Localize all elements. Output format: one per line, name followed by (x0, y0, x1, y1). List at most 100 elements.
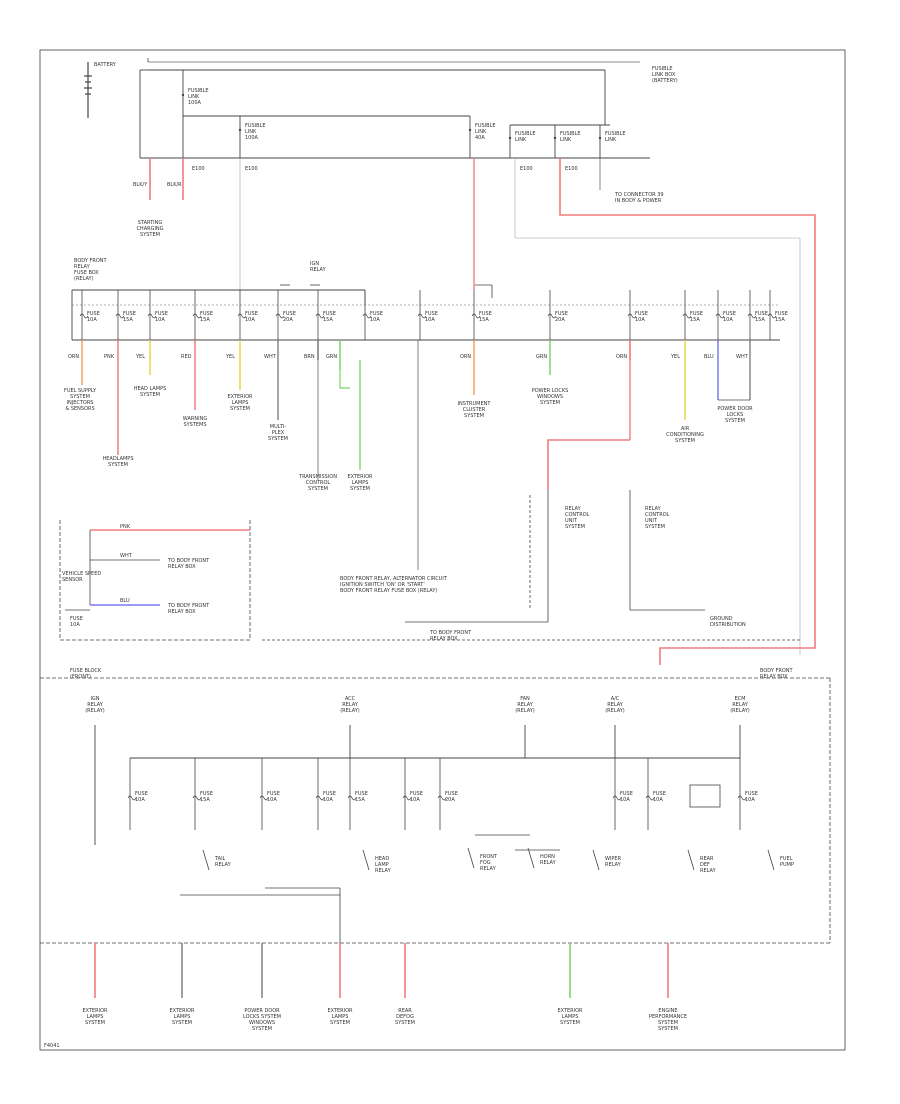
left-to-a-l1: TO BODY FRONT (167, 558, 210, 564)
bottom-destination-6-line-3: SYSTEM (560, 1020, 580, 1026)
bottom-relay-1-line-3: (RELAY) (85, 708, 105, 714)
fuse-icon (612, 795, 622, 801)
left-title-l2: SENSOR (62, 577, 83, 583)
fusible-box-label-2: LINK BOX (652, 72, 676, 78)
fuse-e-l2: LINK (605, 137, 617, 143)
mid-destination-12-line-1: POWER DOOR (717, 406, 753, 412)
mid-fuse-16-line-1: FUSE (775, 311, 788, 317)
bottom-destination-3-line-4: SYSTEM (252, 1026, 272, 1032)
fuse-icon (237, 313, 247, 319)
left-wire-code-3: BLU (120, 598, 130, 604)
bottom-left-label-l2: (FRONT) (70, 674, 91, 680)
relay-right-l1: RELAY (645, 506, 662, 512)
bottom-destination-4-line-2: LAMPS (332, 1014, 349, 1020)
bottom-fuse-7-line-2: 20A (445, 797, 455, 803)
wire-red-relay (547, 439, 630, 490)
bottom-destination-2-line-1: EXTERIOR (169, 1008, 195, 1014)
bottom-fuse-9-line-2: 10A (653, 797, 663, 803)
mid-destination-6-line-2: PLEX (272, 430, 285, 436)
bottom-fuse-2-line-2: 15A (200, 797, 210, 803)
bottom-switch-6-line-1: REAR (700, 856, 714, 862)
fuse-icon (682, 313, 692, 319)
mid-fuse-11-line-2: 20A (555, 317, 565, 323)
mid-fuse-14-line-2: 10A (723, 317, 733, 323)
fusible-box-label-1: FUSIBLE (652, 66, 673, 72)
bottom-right-label-l2: RELAY BOX (760, 674, 788, 680)
fuse-icon (471, 313, 481, 319)
ign-relay-l2: RELAY (310, 267, 327, 273)
starting-system-l1: STARTING (138, 220, 163, 226)
bottom-switch-5-line-1: WIPER (605, 856, 622, 862)
center-note-l3: BODY FRONT RELAY FUSE BOX (RELAY) (340, 588, 437, 594)
fuse-c-l2: LINK (515, 137, 527, 143)
mid-title-l1: BODY FRONT (74, 258, 108, 264)
mid-fuse-4-line-1: FUSE (200, 311, 213, 317)
bottom-fuse-7-line-1: FUSE (445, 791, 458, 797)
bottom-relay-2-line-3: (RELAY) (340, 708, 360, 714)
bottom-fuse-8-line-1: FUSE (620, 791, 633, 797)
mid-destination-6-line-3: SYSTEM (268, 436, 288, 442)
fuse-icon (147, 313, 157, 319)
mid-destination-2-line-1: HEADLAMPS (102, 456, 133, 462)
bottom-switch-blade-6 (687, 849, 695, 871)
center-note-l1: BODY FRONT RELAY, ALTERNATOR CIRCUIT (340, 576, 448, 582)
mid-fuse-row: FUSE10AFUSE15AFUSE10AFUSE15AFUSE10AFUSE2… (79, 290, 788, 340)
mid-wire-code-6: WHT (264, 354, 277, 360)
mid-fuse-1-line-2: 10A (87, 317, 97, 323)
mid-wire-code-4: RED (181, 354, 192, 360)
bottom-relay-1-line-1: IGN (90, 696, 99, 702)
bottom-fuse-5-line-1: FUSE (355, 791, 368, 797)
fuse-icon (737, 795, 747, 801)
bottom-relay-2-line-1: ACC (345, 696, 356, 702)
bottom-relay-3-line-3: (RELAY) (515, 708, 535, 714)
fuse-icon (747, 313, 757, 319)
mid-fuse-4-line-2: 15A (200, 317, 210, 323)
bottom-fuse-3-line-1: FUSE (267, 791, 280, 797)
bottom-switch-blade-1 (202, 849, 210, 871)
bottom-fuse-6-line-2: 10A (410, 797, 420, 803)
mid-fuse-12-line-1: FUSE (635, 311, 648, 317)
fuse-icon (79, 313, 89, 319)
starting-system-l3: SYSTEM (140, 232, 160, 238)
mid-fuse-3-line-2: 10A (155, 317, 165, 323)
fuse-icon (259, 795, 269, 801)
relay-to-lower-l1: TO BODY FRONT (429, 630, 472, 636)
bottom-switch-blade-7 (767, 849, 775, 871)
relay-left-l1: RELAY (565, 506, 582, 512)
bottom-switch-2-line-2: LAMP (375, 862, 389, 868)
fuse-c-l1: FUSIBLE (515, 131, 536, 137)
left-wire-code-2: WHT (120, 553, 133, 559)
mid-relay-box (71, 284, 780, 341)
bottom-fuse-5-line-2: 15A (355, 797, 365, 803)
bottom-destination-6-line-1: EXTERIOR (557, 1008, 583, 1014)
bottom-switch-1-line-2: RELAY (215, 862, 232, 868)
bottom-destination-3-line-2: LOCKS SYSTEM (243, 1014, 281, 1020)
wire-code-top-1: BLK/Y (133, 182, 148, 188)
bottom-fuse-2-line-1: FUSE (200, 791, 213, 797)
left-to-b-l2: RELAY BOX (168, 609, 196, 615)
relay-right-l2: CONTROL (645, 512, 670, 518)
mid-wire-code-14: WHT (736, 354, 749, 360)
fuse-b-l1: FUSIBLE (475, 123, 496, 129)
mid-fuse-9-line-2: 10A (425, 317, 435, 323)
left-wire-code-1: PNK (120, 524, 131, 530)
fuse-a-l1: FUSIBLE (245, 123, 266, 129)
bottom-destination-7-line-4: SYSTEM (658, 1026, 678, 1032)
mid-wire-code-7: GRN (326, 354, 337, 360)
mid-destination-12-line-3: SYSTEM (725, 418, 745, 424)
bottom-fuse-10-line-1: FUSE (745, 791, 758, 797)
relay-left-l4: SYSTEM (565, 524, 585, 530)
mid-destination-7-line-3: SYSTEM (308, 486, 328, 492)
left-fuse-l2: 10A (70, 622, 80, 628)
mid-title-l4: (RELAY) (74, 276, 94, 282)
bottom-switch-4-line-2: RELAY (540, 860, 557, 866)
fuse-d-l2: LINK (560, 137, 572, 143)
fuse-icon (402, 795, 412, 801)
fuse-icon (192, 313, 202, 319)
mid-destination-12-line-2: LOCKS (727, 412, 744, 418)
bottom-switch-6-line-3: RELAY (700, 868, 717, 874)
fuse-icon (347, 795, 357, 801)
bottom-fuse-4-line-1: FUSE (323, 791, 336, 797)
